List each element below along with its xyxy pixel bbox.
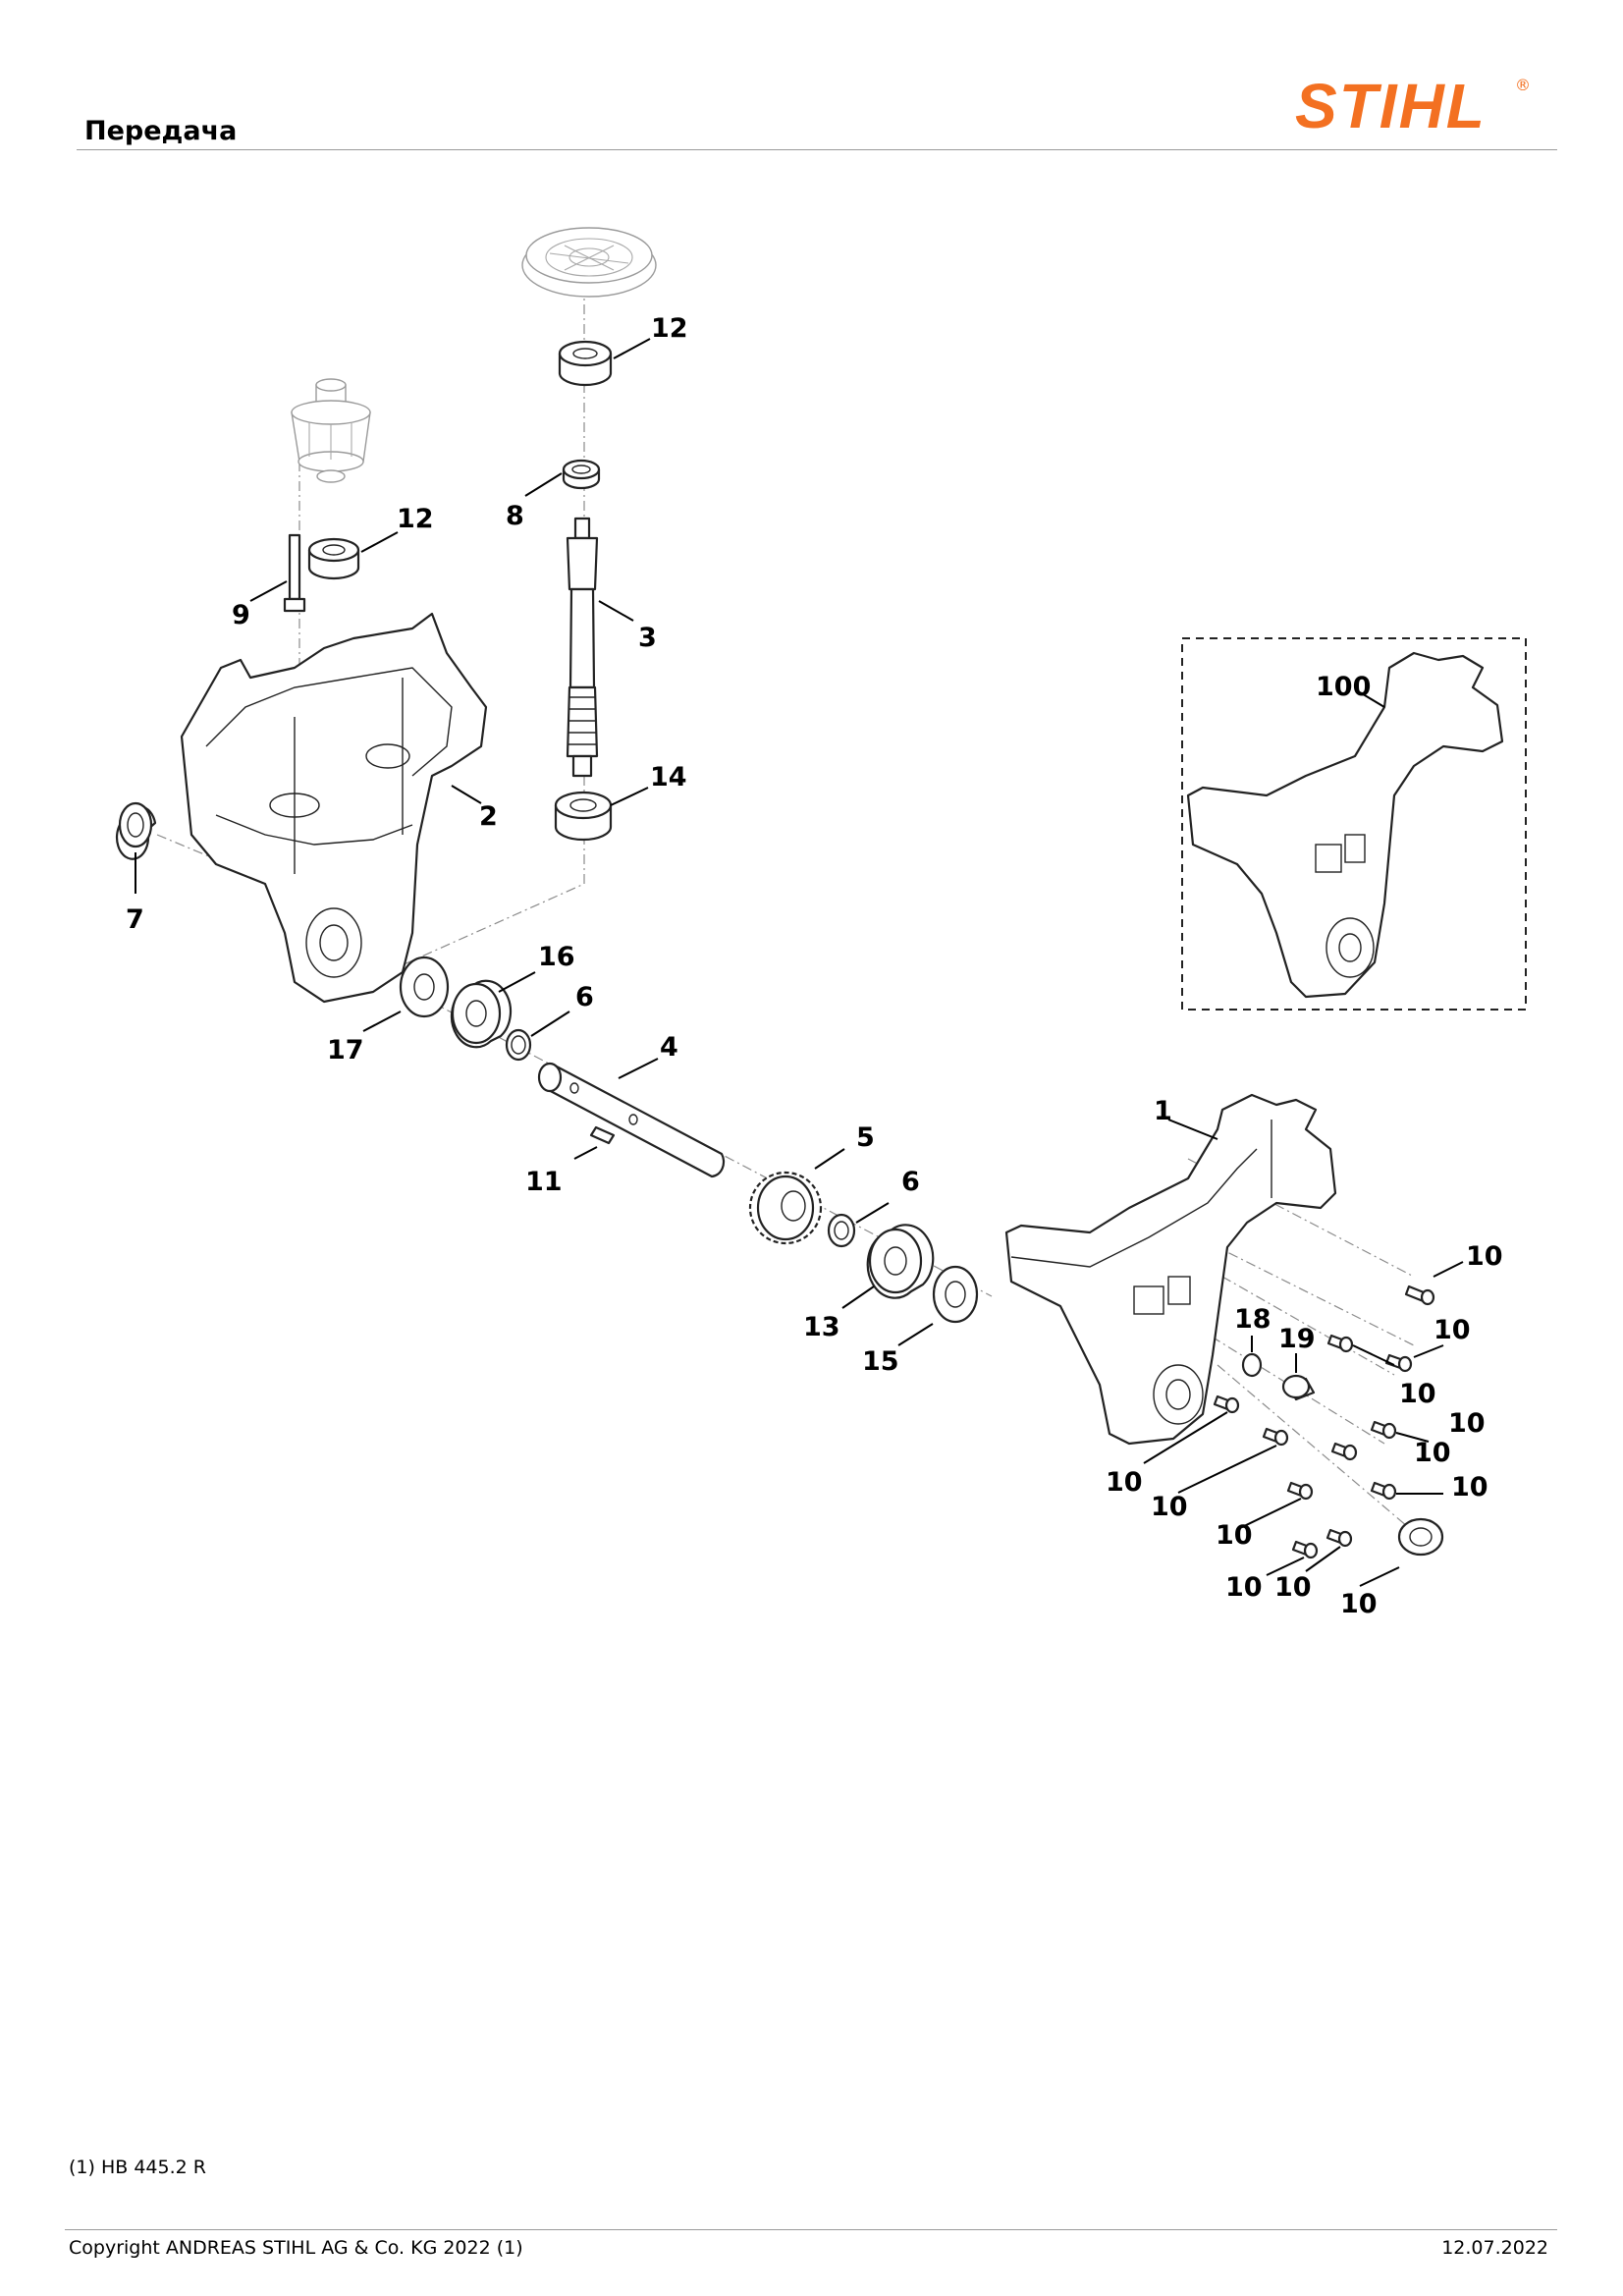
callout-10: 10	[1414, 1438, 1451, 1468]
screw	[1286, 1481, 1314, 1501]
screw	[1291, 1540, 1319, 1559]
callout-13: 13	[803, 1312, 840, 1342]
callout-18: 18	[1234, 1304, 1271, 1335]
stihl-logo: STIHL ®	[1295, 71, 1531, 139]
callout-10: 10	[1216, 1520, 1253, 1551]
callout-100: 100	[1316, 672, 1371, 702]
screw	[1326, 1334, 1354, 1353]
screw	[1384, 1353, 1413, 1373]
callout-15: 15	[862, 1346, 899, 1377]
gear-housing-right	[1004, 1093, 1337, 1446]
callout-10: 10	[1151, 1492, 1188, 1522]
screw-group	[1213, 1285, 1435, 1559]
ball-bearing	[558, 340, 613, 387]
footer-divider	[65, 2229, 1557, 2230]
thrust-washer	[932, 1265, 979, 1324]
callout-16: 16	[538, 942, 575, 972]
screw	[1262, 1427, 1289, 1447]
callout-5: 5	[856, 1122, 875, 1153]
callout-7: 10	[1340, 1589, 1378, 1619]
screw	[1213, 1394, 1240, 1414]
callout-10: 10	[1466, 1241, 1503, 1272]
horizontal-shaft	[537, 1062, 726, 1178]
callout-12: 12	[397, 504, 434, 534]
callout-6: 6	[901, 1167, 920, 1197]
callout-10: 10	[1274, 1572, 1312, 1603]
document-date: 12.07.2022	[1441, 2237, 1548, 2259]
plug	[1241, 1352, 1263, 1378]
screw-plug	[1281, 1374, 1316, 1401]
page-title: Передача	[84, 116, 238, 146]
ball-bearing	[450, 979, 513, 1049]
shaft-seal	[1397, 1517, 1444, 1557]
footnote: (1) HB 445.2 R	[69, 2157, 206, 2178]
callout-3: 3	[638, 623, 657, 653]
screw	[1404, 1285, 1435, 1306]
inset-box	[1181, 637, 1527, 1011]
callout-7: 7	[126, 904, 144, 935]
callout-10: 10	[1225, 1572, 1263, 1603]
gear-wheel-ghost	[521, 227, 657, 298]
callout-10: 10	[1399, 1379, 1436, 1409]
exploded-parts-diagram: 12 12 8 9 3 2 14 7 100 16 6 17 4 1 5 11 …	[115, 227, 1527, 1619]
screw	[283, 533, 306, 613]
header-divider	[77, 149, 1557, 150]
callout-10: 10	[1106, 1467, 1143, 1498]
screw	[1370, 1420, 1397, 1440]
callout-6: 6	[575, 982, 594, 1012]
callout-10: 10	[1451, 1472, 1488, 1503]
callout-labels: 12 12 8 9 3 2 14 7 100 16 6 17 4 1 5 11 …	[126, 313, 1503, 1619]
callout-11: 11	[525, 1167, 563, 1197]
callout-19: 19	[1278, 1324, 1316, 1354]
retaining-ring	[505, 1028, 532, 1062]
retaining-ring	[827, 1213, 856, 1248]
callout-4: 4	[660, 1032, 678, 1063]
callout-8: 8	[506, 501, 524, 531]
thrust-washer	[399, 956, 450, 1018]
logo-registered-mark: ®	[1515, 76, 1531, 94]
pinion-assembly-ghost	[291, 378, 371, 483]
gear-housing-left	[180, 612, 488, 1004]
key	[589, 1125, 616, 1145]
spur-gear	[748, 1171, 823, 1245]
callout-14: 14	[650, 762, 687, 793]
callout-2: 2	[479, 801, 498, 832]
ball-bearing	[866, 1224, 935, 1299]
vertical-shaft	[566, 517, 599, 778]
logo-text: STIHL	[1295, 71, 1487, 139]
screw	[1330, 1442, 1358, 1461]
callout-9: 9	[232, 600, 250, 630]
ball-bearing	[554, 791, 613, 842]
callout-17: 17	[327, 1035, 364, 1066]
ball-bearing	[307, 537, 360, 580]
callout-1: 1	[1154, 1096, 1172, 1126]
leader-lines	[135, 338, 1464, 1587]
washer-ring	[562, 459, 601, 490]
screw	[1370, 1481, 1397, 1501]
callout-10: 10	[1448, 1408, 1486, 1439]
callout-12: 12	[651, 313, 688, 344]
copyright-text: Copyright ANDREAS STIHL AG & Co. KG 2022…	[69, 2237, 523, 2259]
callout-10: 10	[1434, 1315, 1471, 1345]
shaft-seal	[115, 801, 157, 860]
screw	[1325, 1528, 1353, 1548]
